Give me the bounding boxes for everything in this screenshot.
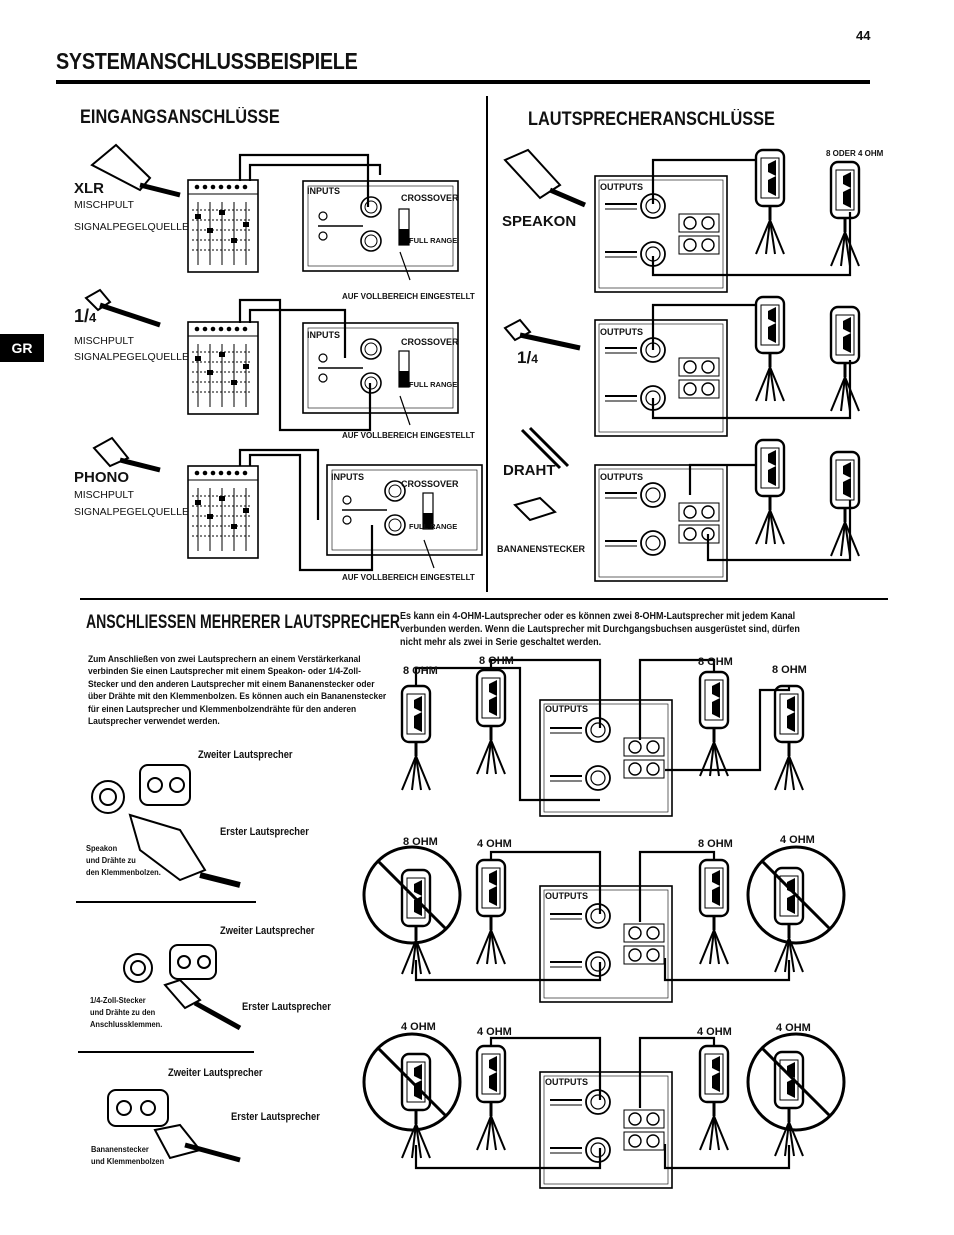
ohm-label: 8 OHM <box>698 838 733 850</box>
column-divider <box>486 96 488 592</box>
panel-outputs-label: OUTPUTS <box>545 891 589 901</box>
ohm-label: 4 OHM <box>780 834 815 846</box>
panel-inputs-label: INPUTS <box>307 330 341 340</box>
banana-plug-label: BANANENSTECKER <box>497 544 586 554</box>
section-divider <box>80 598 888 600</box>
source-line2: SIGNALPEGELQUELLE <box>74 506 189 518</box>
speakon-label: SPEAKON <box>502 213 577 230</box>
ohm-note: 8 ODER 4 OHM <box>826 149 884 158</box>
panel-inputs-label: INPUTS <box>331 472 365 482</box>
source-line1: MISCHPULT <box>74 199 134 211</box>
panel-outputs-label: OUTPUTS <box>600 472 644 482</box>
page-number: 44 <box>856 28 871 43</box>
phono-label: PHONO <box>74 469 130 486</box>
ohm-label: 8 OHM <box>772 664 807 676</box>
speaker-heading: LAUTSPRECHERANSCHLÜSSE <box>528 109 775 130</box>
quarter-inch-label: 1/4 <box>74 306 97 326</box>
detail-note: 1/4-Zoll-Stecker und Drähte zu den Ansch… <box>90 995 163 1029</box>
panel-outputs-label: OUTPUTS <box>600 327 644 337</box>
wire-label: DRAHT <box>503 462 556 479</box>
ohm-label: 8 OHM <box>698 656 733 668</box>
range-note: AUF VOLLBEREICH EINGESTELLT <box>342 292 475 301</box>
ohm-label: 4 OHM <box>477 1026 512 1038</box>
first-speaker-label: Erster Lautsprecher <box>220 826 309 838</box>
panel-outputs-label: OUTPUTS <box>545 1077 589 1087</box>
source-line1: MISCHPULT <box>74 489 134 501</box>
ohm-label: 8 OHM <box>403 836 438 848</box>
source-line1: MISCHPULT <box>74 335 134 347</box>
multi-intro: Es kann ein 4-OHM-Lautsprecher oder es k… <box>400 611 800 648</box>
panel-full-range: FULL RANGE <box>409 236 458 245</box>
range-note: AUF VOLLBEREICH EINGESTELLT <box>342 431 475 440</box>
multi-heading: ANSCHLIESSEN MEHRERER LAUTSPRECHER <box>86 612 401 633</box>
panel-outputs-label: OUTPUTS <box>545 704 589 714</box>
second-speaker-label: Zweiter Lautsprecher <box>198 749 293 761</box>
panel-crossover-label: CROSSOVER <box>401 479 459 489</box>
quarter-inch-label: 1/4 <box>517 348 538 367</box>
panel-inputs-label: INPUTS <box>307 186 341 196</box>
xlr-label: XLR <box>74 180 104 197</box>
language-tab[interactable]: GR <box>0 334 44 362</box>
ohm-label: 4 OHM <box>776 1022 811 1034</box>
detail-note: Bananenstecker und Klemmenbolzen <box>91 1144 165 1166</box>
panel-full-range: FULL RANGE <box>409 380 458 389</box>
second-speaker-label: Zweiter Lautsprecher <box>168 1067 263 1079</box>
source-line2: SIGNALPEGELQUELLE <box>74 351 189 363</box>
second-speaker-label: Zweiter Lautsprecher <box>220 925 315 937</box>
ohm-label: 4 OHM <box>477 838 512 850</box>
first-speaker-label: Erster Lautsprecher <box>231 1111 320 1123</box>
source-line2: SIGNALPEGELQUELLE <box>74 221 189 233</box>
page-title: SYSTEMANSCHLUSSBEISPIELE <box>56 48 358 74</box>
panel-outputs-label: OUTPUTS <box>600 182 644 192</box>
title-rule <box>56 80 870 84</box>
panel-crossover-label: CROSSOVER <box>401 193 459 203</box>
ohm-label: 4 OHM <box>401 1021 436 1033</box>
range-note: AUF VOLLBEREICH EINGESTELLT <box>342 573 475 582</box>
multi-paragraph: Zum Anschließen von zwei Lautsprechern a… <box>88 653 387 727</box>
ohm-label: 4 OHM <box>697 1026 732 1038</box>
inputs-heading: EINGANGSANSCHLÜSSE <box>80 107 280 128</box>
first-speaker-label: Erster Lautsprecher <box>242 1001 331 1013</box>
panel-crossover-label: CROSSOVER <box>401 337 459 347</box>
ohm-label: 8 OHM <box>403 665 438 677</box>
detail-note: Speakon und Drähte zu den Klemmenbolzen. <box>86 843 161 877</box>
panel-full-range: FULL RANGE <box>409 522 458 531</box>
ohm-label: 8 OHM <box>479 655 514 667</box>
